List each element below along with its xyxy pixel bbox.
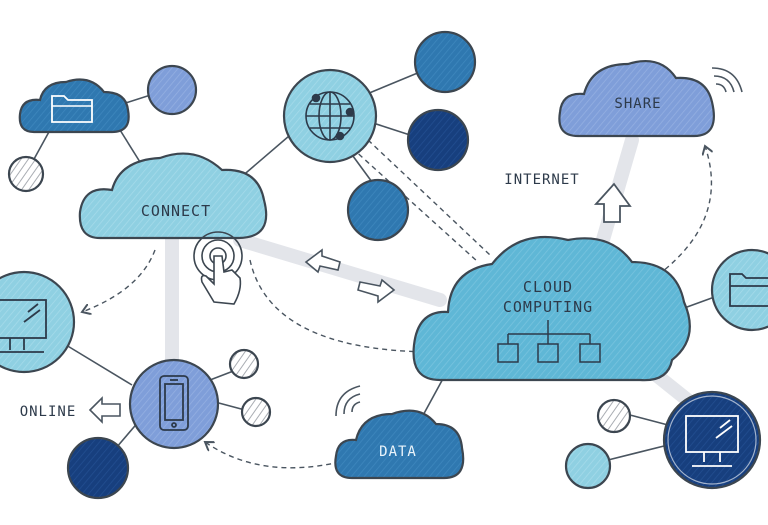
- node-circle[interactable]: [413, 30, 477, 94]
- online-label: ONLINE: [20, 404, 77, 420]
- folder-icon: [729, 273, 768, 307]
- folder-cloud[interactable]: [18, 78, 130, 134]
- arrow-left-icon: [88, 396, 121, 424]
- connect-cloud[interactable]: CONNECT: [78, 152, 268, 240]
- node-circle[interactable]: [346, 178, 410, 242]
- cloud-computing-label-2: COMPUTING: [503, 298, 593, 316]
- monitor-circle-right[interactable]: [662, 390, 762, 490]
- cloud-computing-cloud[interactable]: CLOUD COMPUTING: [412, 236, 691, 382]
- node-circle[interactable]: [146, 64, 198, 116]
- monitor-icon: [0, 299, 47, 353]
- data-cloud[interactable]: DATA: [334, 409, 465, 480]
- smartphone-circle[interactable]: [128, 358, 220, 450]
- node-circle[interactable]: [7, 155, 45, 193]
- folder-icon: [51, 95, 93, 123]
- monitor-circle-left[interactable]: [0, 270, 76, 374]
- org-chart-icon: [497, 320, 601, 363]
- connector-lines: [27, 71, 721, 461]
- node-circle[interactable]: [66, 436, 130, 500]
- wifi-signal-icon: [335, 385, 361, 417]
- share-label: SHARE: [614, 96, 661, 112]
- node-circle[interactable]: [564, 442, 612, 490]
- globe-circle[interactable]: [282, 68, 378, 164]
- node-circle[interactable]: [596, 398, 632, 434]
- connect-label: CONNECT: [141, 202, 211, 220]
- globe-network-icon: [305, 91, 355, 141]
- node-circle[interactable]: [228, 348, 260, 380]
- monitor-icon: [685, 415, 739, 467]
- wifi-signal-icon: [711, 67, 743, 93]
- folder-circle-right[interactable]: [710, 248, 768, 332]
- data-label: DATA: [379, 444, 417, 460]
- node-circle[interactable]: [406, 108, 470, 172]
- smartphone-icon: [159, 375, 189, 431]
- cloud-computing-label-1: CLOUD: [523, 278, 573, 296]
- arrow-up-icon: [593, 182, 632, 223]
- dashed-connectors: [82, 139, 711, 469]
- touch-hand-icon: [193, 231, 243, 305]
- internet-label: INTERNET: [504, 172, 579, 188]
- node-circle[interactable]: [240, 396, 272, 428]
- share-cloud[interactable]: SHARE: [558, 60, 715, 138]
- double-arrow-icon: [304, 248, 396, 304]
